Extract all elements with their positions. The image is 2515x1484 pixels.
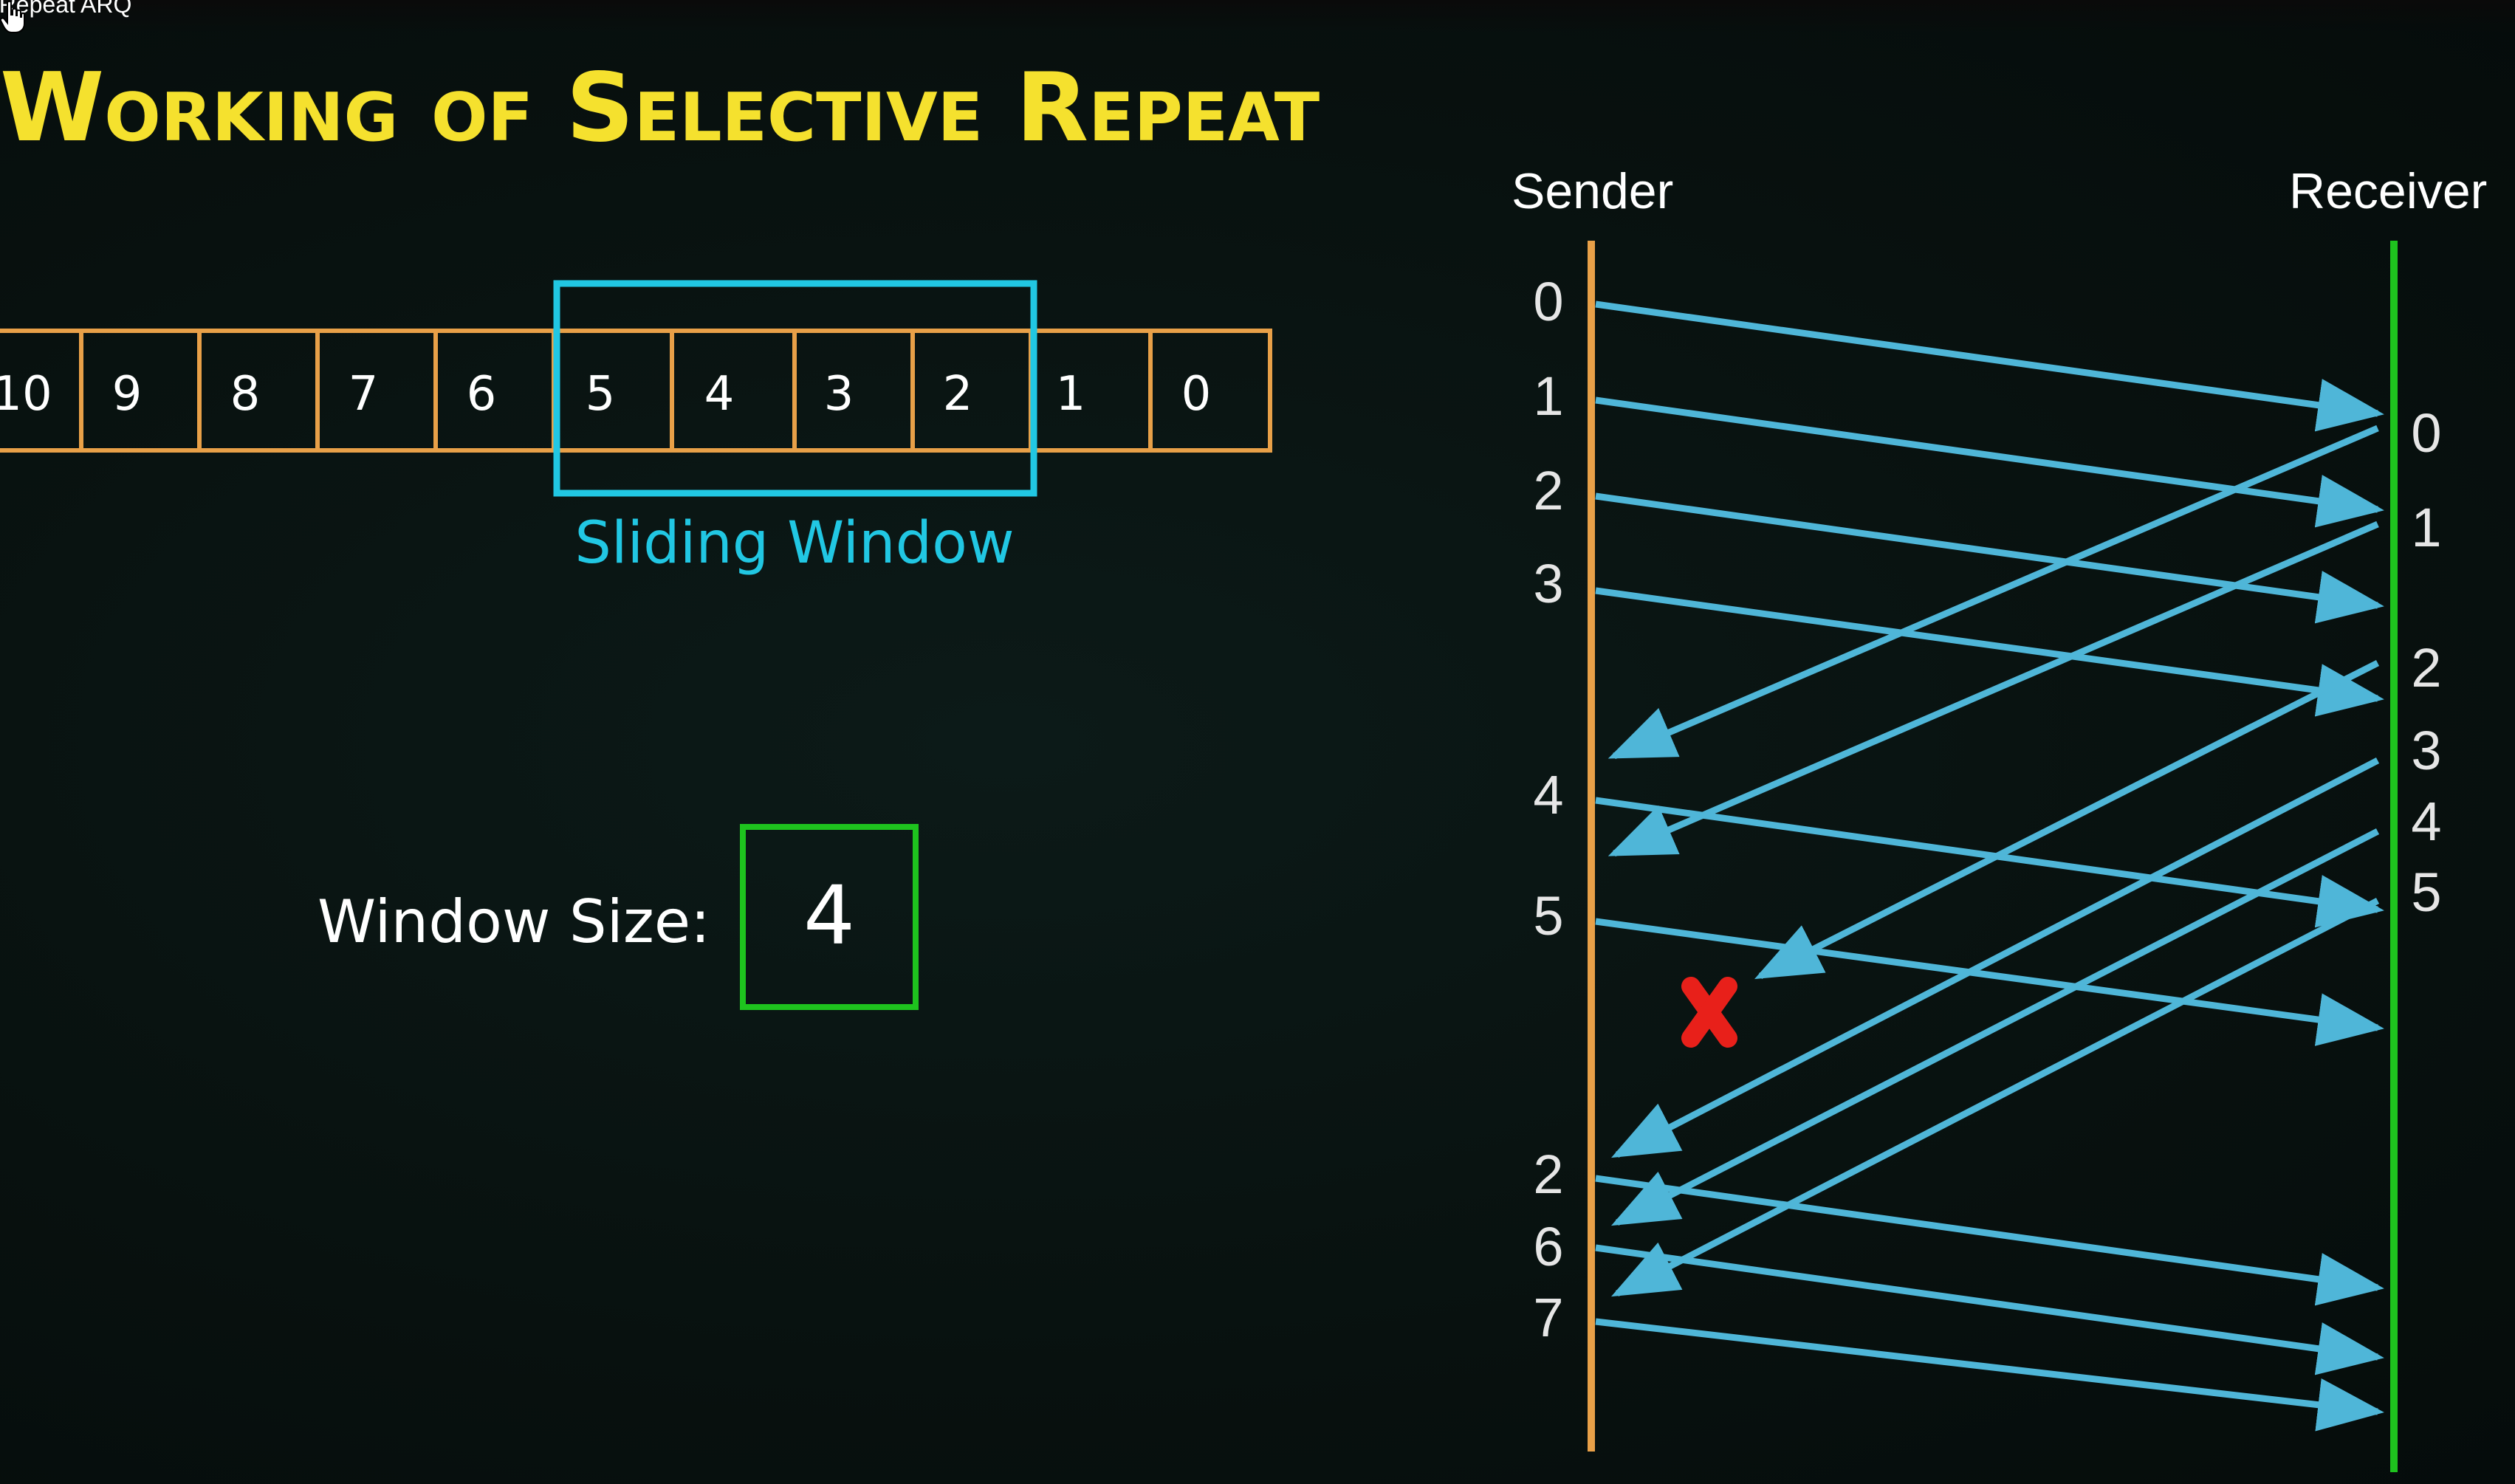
frame-cell-label: 2 [943,367,973,422]
ack-arrow [1608,521,2379,857]
ack-arrow [1610,828,2380,1226]
sender-seq-label: 1 [1533,365,1563,427]
ack-arrow [1611,898,2380,1297]
sender-seq-label: 7 [1533,1287,1563,1348]
frame-cell: 6 [433,329,556,453]
frame-cell: 7 [315,329,438,453]
frame-cell: 0 [1148,329,1272,453]
ack-arrow [1754,659,2380,980]
window-size-value: 4 [803,868,855,963]
frame-cell-label: 7 [349,367,379,422]
receiver-seq-label: 2 [2411,637,2441,698]
frame-arrow [1595,797,2384,928]
frame-arrow [1595,918,2384,1046]
sender-seq-label: 5 [1533,885,1563,947]
frame-cell: 2 [910,329,1033,453]
video-title-bar: e Repeat ARQ [0,0,2515,32]
video-title-text: e Repeat ARQ [0,0,132,18]
frame-cell: 10 [0,329,83,453]
ack-arrows [1608,425,2380,1297]
frame-arrow [1595,1175,2384,1306]
receiver-seq-label: 4 [2411,791,2441,852]
frame-buffer: 10 9 8 7 6 5 4 [0,329,1272,453]
frame-cell: 5 [552,329,674,453]
window-size-label: Window Size: [318,887,710,956]
frame-cell-label: 0 [1181,367,1212,422]
sliding-window-label: Sliding Window [574,510,1014,577]
sender-seq-label: 0 [1533,271,1563,332]
frame-cell-label: 10 [0,367,52,422]
frame-cell-label: 4 [704,367,735,422]
window-size-box [740,824,919,1010]
receiver-seq-label: 3 [2411,720,2441,781]
receiver-seq-label: 0 [2411,402,2441,464]
sender-seq-label: 3 [1533,553,1563,614]
ack-arrow [1611,758,2380,1158]
slide-title: Working of Selective Repeat [0,53,1320,163]
frame-cell: 1 [1029,329,1153,453]
frame-arrow [1595,1318,2384,1432]
sliding-window-frame [553,280,1037,497]
frame-arrow [1595,396,2384,528]
frame-cell: 9 [79,329,202,453]
frame-arrow [1595,587,2384,717]
receiver-seq-label: 5 [2411,862,2441,923]
frame-cell-label: 6 [467,367,497,422]
sender-seq-label: 4 [1533,764,1563,825]
frame-arrow [1595,300,2384,432]
frame-cell-label: 5 [586,367,616,422]
receiver-label: Receiver [2289,163,2487,219]
frame-cell-label: 9 [112,367,143,422]
sender-sequence-labels: 0 1 2 3 4 5 2 6 7 [1533,271,1563,1348]
ack-arrow [1608,425,2379,760]
frame-cell-label: 8 [230,367,261,422]
frame-arrow [1595,1244,2384,1375]
hand-cursor-icon [0,0,25,33]
frame-cell: 8 [197,329,320,453]
frame-cell-label: 3 [824,367,854,422]
frame-cell: 3 [792,329,915,453]
sender-seq-label: 6 [1533,1216,1563,1277]
sender-seq-label: 2 [1533,460,1563,521]
frame-cell-label: 1 [1056,367,1086,422]
sender-seq-label: 2 [1533,1144,1563,1205]
frame-arrow [1595,492,2384,624]
sender-label: Sender [1512,163,1673,219]
receiver-sequence-labels: 0 1 2 3 4 5 [2411,402,2441,923]
frame-cell: 4 [670,329,797,453]
receiver-seq-label: 1 [2411,497,2441,558]
lost-frame-marker [1681,977,1737,1048]
data-frame-arrows [1595,300,2384,1432]
